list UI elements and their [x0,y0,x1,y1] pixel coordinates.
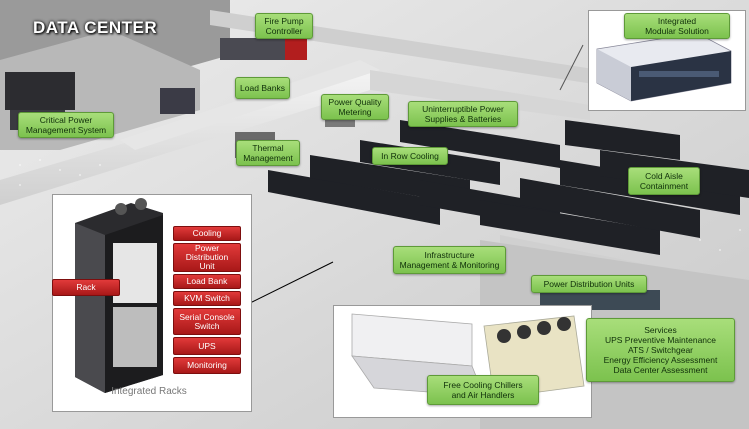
label-fire-pump-controller: Fire Pump Controller [255,13,313,39]
label-cold-aisle-containment: Cold Aisle Containment [628,167,700,195]
rack-label: Rack [52,279,120,296]
label-services: Services UPS Preventive Maintenance ATS … [586,318,735,382]
label-in-row-cooling: In Row Cooling [372,147,448,165]
rack-cabinet-image [75,198,163,393]
label-infrastructure-monitoring: Infrastructure Management & Monitoring [393,246,506,274]
integrated-racks-caption: Integrated Racks [111,386,187,397]
label-power-distribution-units: Power Distribution Units [531,275,647,293]
rack-item-power-distribution-unit: Power Distribution Unit [173,243,241,272]
rack-item-cooling: Cooling [173,226,241,241]
label-thermal-management: Thermal Management [236,140,300,166]
rack-item-serial-console-switch: Serial Console Switch [173,308,241,335]
label-free-cooling-chillers: Free Cooling Chillers and Air Handlers [427,375,539,405]
page-title: DATA CENTER [33,18,158,37]
label-power-quality-metering: Power Quality Metering [321,94,389,120]
rack-item-ups: UPS [173,337,241,355]
label-load-banks: Load Banks [235,77,290,99]
label-critical-power-management: Critical Power Management System [18,112,114,138]
rack-item-kvm-switch: KVM Switch [173,291,241,306]
rack-item-load-bank: Load Bank [173,274,241,289]
label-integrated-modular-solution: Integrated Modular Solution [624,13,730,39]
modular-container-image [596,32,732,102]
label-ups-batteries: Uninterruptible Power Supplies & Batteri… [408,101,518,127]
rack-item-monitoring: Monitoring [173,357,241,374]
